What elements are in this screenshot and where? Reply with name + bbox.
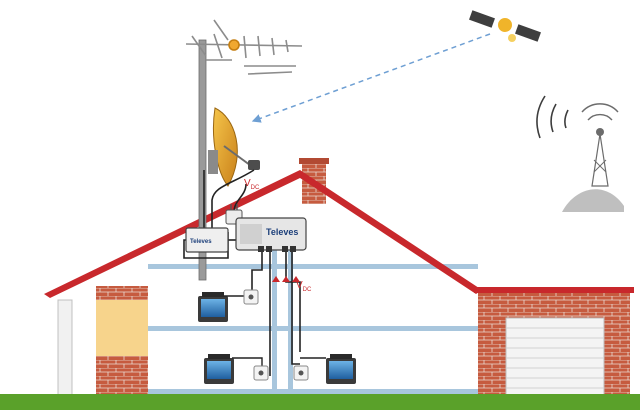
- chimney-cap: [299, 158, 329, 164]
- tv-icon-upper: [198, 292, 228, 322]
- amplifier-unit: Televes: [235, 217, 307, 252]
- stucco-panel: [96, 300, 148, 356]
- roof: [44, 170, 482, 298]
- svg-text:VDC: VDC: [296, 280, 312, 293]
- amplifier-brand: Televes: [266, 227, 298, 237]
- satellite-dish-icon: [208, 107, 260, 187]
- conduit-right: [288, 232, 293, 392]
- broadcast-tower-icon: [536, 95, 624, 212]
- grass: [0, 394, 640, 410]
- porch-post: [57, 299, 73, 397]
- vdc-label-top: VDC: [244, 178, 260, 191]
- garage-door-slats: [506, 327, 604, 389]
- tv-leads: [224, 295, 326, 368]
- house: [0, 158, 640, 410]
- floor-line-3: [148, 389, 478, 394]
- antenna-mast: [198, 39, 207, 281]
- floor-line-2: [148, 326, 478, 331]
- wall-outlet-lower-right: [293, 365, 309, 381]
- terrestrial-antenna-icon: [185, 19, 303, 75]
- tv-icon-lower-right: [326, 354, 356, 384]
- garage-door: [505, 317, 605, 397]
- house-wall: [60, 172, 478, 396]
- satellite-icon: [469, 10, 541, 42]
- satellite-signal-arrow: [251, 33, 491, 123]
- vdc-arrows: [272, 276, 300, 282]
- svg-text:VDC: VDC: [244, 178, 260, 191]
- vdc-label-mid: VDC: [296, 280, 312, 293]
- tv-icon-lower-left: [204, 354, 234, 384]
- wall-outlet-upper: [243, 289, 259, 305]
- headend-box: Televes: [185, 227, 229, 253]
- garage-roof: [474, 287, 634, 293]
- conduit-left: [272, 232, 277, 392]
- wall-outlet-lower-left: [253, 365, 269, 381]
- floor-line-1: [148, 264, 478, 269]
- headend-brand: Televes: [190, 239, 212, 245]
